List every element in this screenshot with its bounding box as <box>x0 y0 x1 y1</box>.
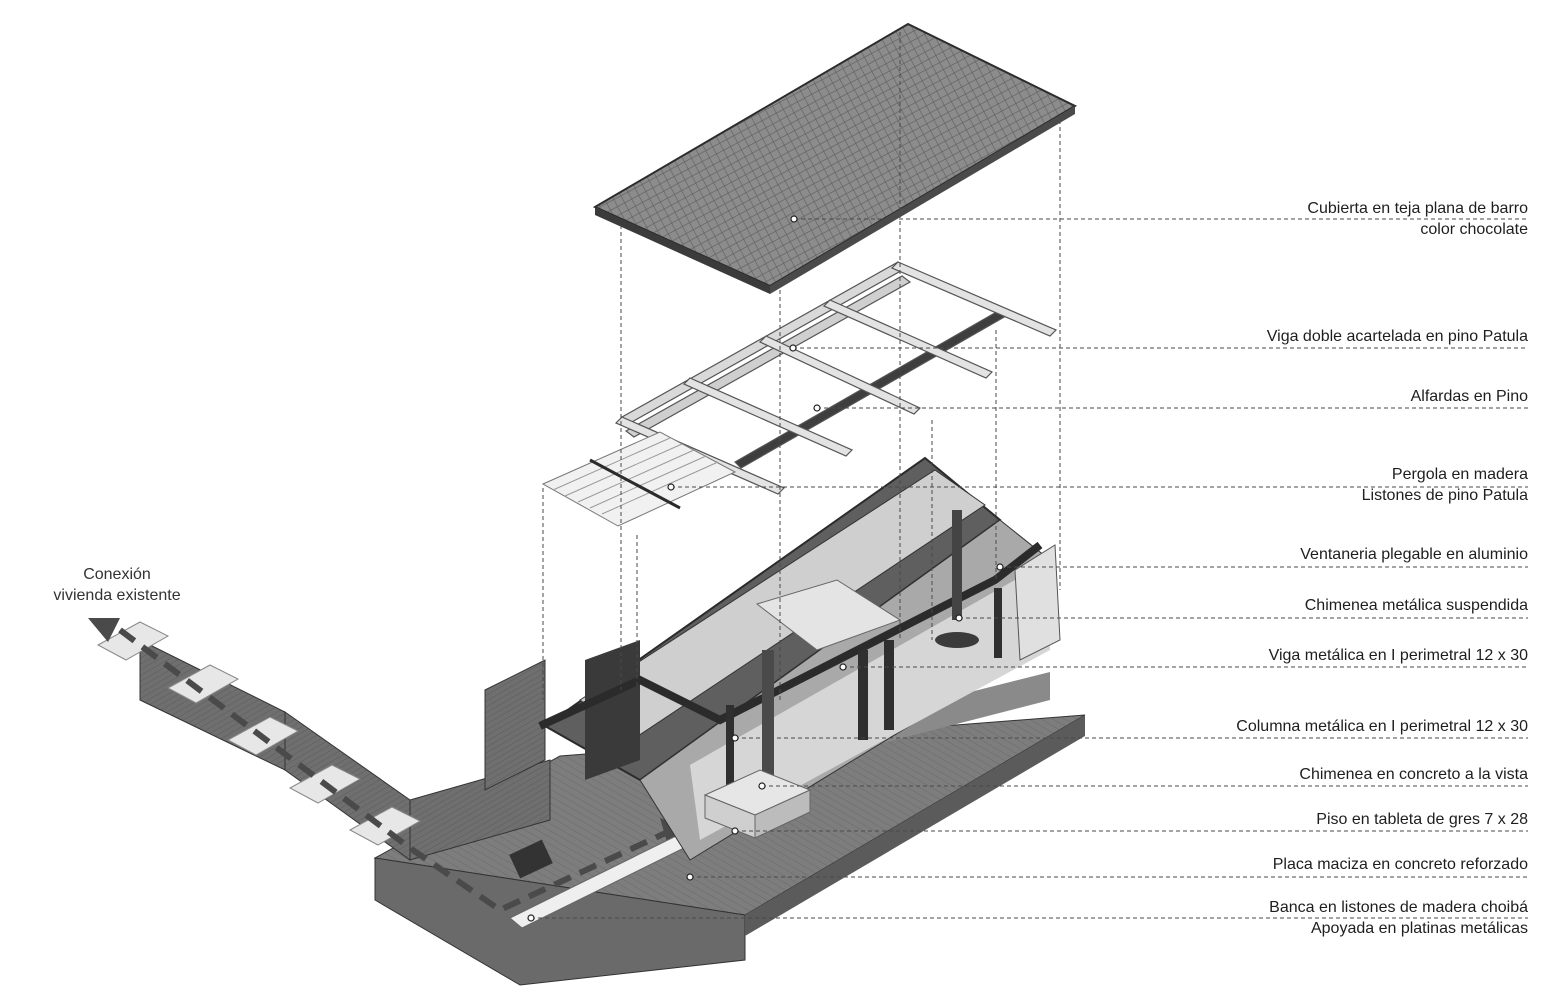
callout-roof-line-2: color chocolate <box>1420 221 1528 238</box>
callout-bench-line-2: Apoyada en platinas metálicas <box>1310 920 1528 937</box>
callout-concrete-chimney-text: Chimenea en concreto a la vista <box>1299 766 1528 783</box>
callout-suspended-chimney-text: Chimenea metálica suspendida <box>1304 597 1528 614</box>
callout-slab-text: Placa maciza en concreto reforzado <box>1272 856 1528 873</box>
pergola <box>541 431 737 527</box>
callout-bench: Banca en listones de madera choibá Apoya… <box>1269 897 1528 939</box>
steel-columns <box>726 588 1002 785</box>
callout-concrete-chimney: Chimenea en concreto a la vista <box>1299 764 1528 785</box>
callout-floor-text: Piso en tableta de gres 7 x 28 <box>1316 811 1528 828</box>
connection-label-line-1: Conexión <box>83 566 151 583</box>
callout-pergola: Pergola en madera Listones de pino Patul… <box>1362 464 1528 506</box>
callout-pergola-line-2: Listones de pino Patula <box>1361 487 1528 504</box>
callout-perimeter-beam: Viga metálica en I perimetral 12 x 30 <box>1269 645 1528 666</box>
leader-lines <box>531 32 1528 919</box>
concrete-chimney <box>703 769 812 839</box>
callout-perimeter-beam-text: Viga metálica en I perimetral 12 x 30 <box>1268 647 1528 664</box>
callout-double-beam-text: Viga doble acartelada en pino Patula <box>1266 328 1528 345</box>
callout-windows-text: Ventaneria plegable en aluminio <box>1300 546 1528 563</box>
fire-pit <box>509 839 553 879</box>
callout-pergola-line-1: Pergola en madera <box>1391 466 1528 483</box>
connection-label-line-2: vivienda existente <box>53 587 181 604</box>
callout-columns-text: Columna metálica en I perimetral 12 x 30 <box>1236 718 1528 735</box>
callout-roof: Cubierta en teja plana de barro color ch… <box>1307 198 1528 240</box>
callout-double-beam: Viga doble acartelada en pino Patula <box>1267 326 1528 347</box>
callout-columns: Columna metálica en I perimetral 12 x 30 <box>1236 716 1528 737</box>
callout-floor: Piso en tableta de gres 7 x 28 <box>1316 809 1528 830</box>
connection-label: Conexión vivienda existente <box>52 564 182 606</box>
callout-suspended-chimney: Chimenea metálica suspendida <box>1305 595 1528 616</box>
callout-windows: Ventaneria plegable en aluminio <box>1300 544 1528 565</box>
callout-rafters: Alfardas en Pino <box>1411 386 1528 407</box>
callout-dots <box>527 215 1004 922</box>
callout-rafters-text: Alfardas en Pino <box>1410 388 1528 405</box>
suspended-chimney <box>762 510 979 780</box>
callout-bench-line-1: Banca en listones de madera choibá <box>1269 899 1528 916</box>
roof-tiles <box>592 22 1078 294</box>
perimeter-i-beam <box>538 541 1043 730</box>
callout-slab: Placa maciza en concreto reforzado <box>1273 854 1528 875</box>
callout-roof-line-1: Cubierta en teja plana de barro <box>1307 200 1528 217</box>
